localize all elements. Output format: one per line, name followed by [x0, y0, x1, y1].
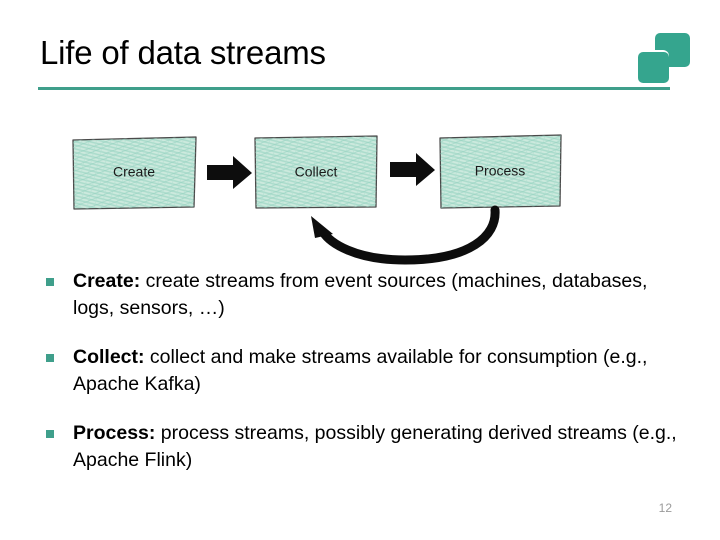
list-item-text: create streams from event sources (machi… — [73, 270, 648, 319]
list-item: Process: process streams, possibly gener… — [40, 420, 690, 474]
list-item-lead: Create: — [73, 270, 141, 292]
list-item: Collect: collect and make streams availa… — [40, 344, 690, 398]
list-item-text: collect and make streams available for c… — [73, 346, 648, 395]
bullet-square-icon — [46, 278, 54, 286]
flow-arrow-process-to-collect-feedback — [311, 205, 500, 265]
diagram-node-process-label: Process — [475, 163, 526, 179]
flow-arrow-collect-to-process — [390, 153, 435, 186]
page-title: Life of data streams — [40, 34, 326, 71]
bullet-list: Create: create streams from event source… — [40, 268, 690, 474]
list-item-lead: Process: — [73, 422, 156, 444]
bullet-square-icon — [46, 354, 54, 362]
flow-diagram: Create Collect Process — [0, 110, 720, 265]
list-item-text: process streams, possibly generating der… — [73, 422, 677, 471]
diagram-node-process: Process — [439, 134, 562, 209]
logo-mark — [636, 30, 694, 84]
diagram-node-create-label: Create — [113, 164, 155, 180]
diagram-node-create: Create — [72, 136, 197, 210]
title-divider — [38, 87, 670, 90]
bullet-square-icon — [46, 430, 54, 438]
list-item: Create: create streams from event source… — [40, 268, 690, 322]
flow-arrow-create-to-collect — [207, 156, 252, 189]
list-item-lead: Collect: — [73, 346, 145, 368]
diagram-node-collect-label: Collect — [295, 164, 338, 180]
diagram-node-collect: Collect — [254, 135, 378, 209]
logo-square-small — [638, 52, 669, 83]
page-number: 12 — [658, 501, 672, 515]
